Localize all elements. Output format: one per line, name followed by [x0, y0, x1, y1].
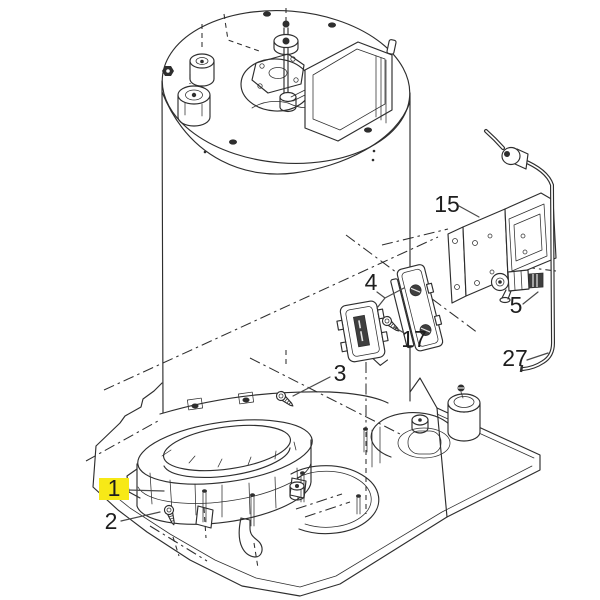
inlet-nipples — [177, 53, 215, 127]
nipple-small — [189, 53, 215, 87]
base-pan — [92, 377, 541, 597]
assembly-lines — [85, 8, 557, 569]
callout-5-label: 5 — [510, 292, 523, 318]
callout-3-label: 3 — [334, 360, 347, 386]
callout-15-label: 15 — [434, 191, 460, 217]
callout-27[interactable]: 27 — [502, 345, 549, 371]
callout-17[interactable]: 17 — [393, 326, 427, 352]
nipple-large — [177, 85, 211, 127]
tank-body — [161, 10, 411, 414]
callout-4-label: 4 — [365, 269, 378, 295]
hold-down-bolt — [186, 391, 255, 411]
callout-2-label: 2 — [105, 508, 118, 534]
callout-1-highlight — [99, 478, 129, 500]
callout-1[interactable]: 1 — [99, 475, 165, 501]
mounting-pins — [202, 471, 305, 527]
hex-nut — [162, 66, 174, 76]
anode-rod — [273, 20, 299, 100]
thermostat-block — [390, 264, 444, 352]
blower-ring — [126, 419, 313, 529]
screw-17 — [380, 314, 403, 335]
callout-2[interactable]: 2 — [105, 508, 161, 534]
capacitor — [411, 384, 481, 442]
gasket — [251, 53, 305, 94]
callout-1-label: 1 — [108, 475, 121, 501]
tank-top-bolts — [162, 11, 397, 145]
callout-17-label: 17 — [401, 326, 427, 352]
cover-plate — [336, 300, 389, 366]
junction-box — [304, 41, 393, 142]
igniter-cable — [484, 129, 556, 373]
callout-27-label: 27 — [502, 345, 528, 371]
top-stub — [386, 39, 397, 55]
clamp-hook — [238, 517, 263, 558]
callout-15[interactable]: 15 — [434, 191, 480, 218]
callout-5[interactable]: 5 — [510, 291, 539, 318]
valve-fitting — [490, 269, 544, 304]
recess-stud — [289, 481, 305, 501]
callout-3[interactable]: 3 — [292, 360, 347, 397]
right-recess — [370, 412, 454, 459]
center-recess — [289, 427, 380, 535]
base-stud — [411, 414, 429, 434]
callout-4[interactable]: 4 — [365, 269, 405, 309]
